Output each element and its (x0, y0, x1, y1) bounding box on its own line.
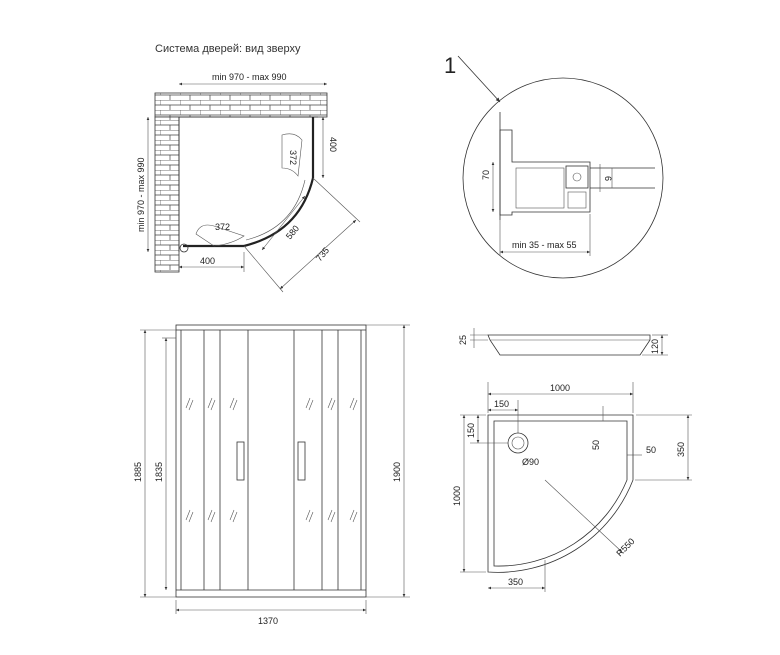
wall50b-label: 50 (646, 445, 656, 455)
front-view: 1885 1835 1900 1370 (133, 324, 410, 626)
tray-plan-view: 1000 150 150 1000 50 50 350 350 Ø90 (452, 382, 692, 592)
side-panel-label: 400 (328, 137, 338, 152)
gap-label: 6 (603, 176, 613, 181)
door-handle-right (297, 441, 306, 481)
profile-chamber-left (515, 167, 565, 209)
diag-ext-top (312, 177, 361, 223)
range-label: min 35 - max 55 (512, 240, 577, 250)
swing-bottom-label: 372 (215, 222, 230, 232)
profile-body (499, 129, 591, 216)
corner-hinge (179, 243, 189, 253)
swing-top-label: 372 (288, 150, 298, 165)
tray-side-profile (487, 334, 651, 356)
tray-outline (487, 414, 634, 573)
plan-view: Система дверей: вид зверху min 970 - max… (136, 43, 361, 293)
drain-inner (511, 436, 525, 450)
radius-label: R550 (614, 536, 636, 558)
tray-depth-label: 1000 (452, 486, 462, 506)
callout-leader (457, 55, 501, 103)
diagonal-dim (279, 219, 357, 290)
glass-reflections (185, 397, 358, 523)
tray-width-label: 1000 (550, 383, 570, 393)
brick-wall-top (154, 92, 328, 118)
callout-number: 1 (444, 53, 456, 78)
brick-wall-left (154, 116, 180, 273)
wall50a-label: 50 (591, 440, 601, 450)
profile-slot (565, 165, 589, 189)
height-label: 70 (481, 170, 491, 180)
drain-x-label: 150 (494, 399, 509, 409)
door-opening-dim (261, 195, 306, 251)
total-height-label: 1900 (392, 462, 402, 482)
bottom-panel-label: 400 (200, 256, 215, 266)
diag-ext-bottom (243, 245, 284, 293)
straight-bottom-label: 350 (508, 577, 523, 587)
drain-outer (507, 432, 529, 454)
door-swing-bottom (195, 224, 245, 247)
rim-label: 25 (458, 335, 468, 345)
tray-side-view: 25 120 (458, 328, 668, 356)
detail-circle (462, 77, 664, 279)
door-swing-top (281, 133, 303, 177)
profile-screw (572, 172, 582, 182)
profile-detail: 1 70 6 min 35 - max 55 (444, 53, 664, 279)
diagonal-label: 735 (314, 245, 331, 263)
width-label: 1370 (258, 616, 278, 626)
front-outer-frame (175, 324, 367, 598)
door-height-label: 1835 (154, 462, 164, 482)
glass-height-label: 1885 (133, 462, 143, 482)
plan-width-label: min 970 - max 990 (212, 72, 287, 82)
tray-height-label: 120 (650, 339, 660, 354)
profile-chamber-right (567, 191, 587, 209)
plan-depth-label: min 970 - max 990 (136, 157, 146, 232)
door-handle-left (236, 441, 245, 481)
tray-inner-outline (493, 420, 628, 567)
radius-leader (544, 479, 623, 553)
drain-y-label: 150 (466, 423, 476, 438)
plan-title: Система дверей: вид зверху (155, 43, 301, 55)
drain-diameter-label: Ø90 (522, 457, 539, 467)
straight-side-label: 350 (676, 442, 686, 457)
